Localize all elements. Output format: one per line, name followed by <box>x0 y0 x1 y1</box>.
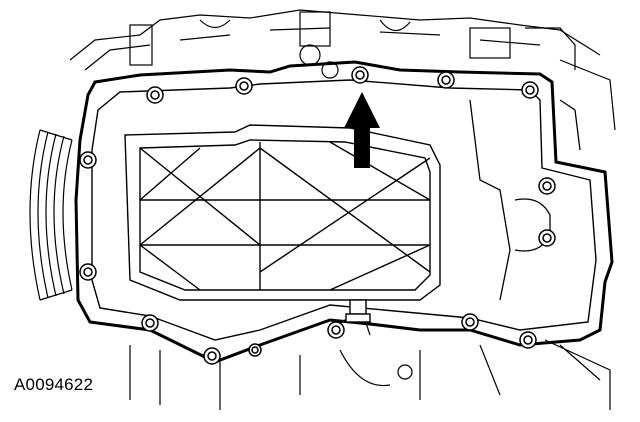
bolt <box>521 81 539 99</box>
bolt <box>437 71 455 89</box>
bolt <box>519 331 537 349</box>
figure-id-label: A0094622 <box>14 375 94 394</box>
oil-pan-gasket-outline <box>74 60 614 364</box>
crank-pulley <box>29 129 73 301</box>
bolt <box>248 343 262 357</box>
bolt <box>327 321 345 339</box>
bolt <box>538 177 556 195</box>
engine-block-lower <box>129 319 611 410</box>
bolt <box>141 314 159 332</box>
bolt <box>538 229 556 247</box>
bolt <box>146 86 164 104</box>
engine-block-background <box>69 9 616 131</box>
bolt <box>461 313 479 331</box>
pan-bolts <box>79 66 556 365</box>
sump-step-detail <box>469 99 581 301</box>
oil-pan-rib-panel <box>124 124 441 301</box>
bolt <box>351 66 369 84</box>
bolt <box>203 347 221 365</box>
bolt <box>235 77 253 95</box>
oil-pan-inner-wall <box>91 79 597 341</box>
bolt <box>79 151 97 169</box>
drain-plug <box>345 299 371 323</box>
bolt <box>79 263 97 281</box>
arrow-up-icon <box>344 92 380 168</box>
